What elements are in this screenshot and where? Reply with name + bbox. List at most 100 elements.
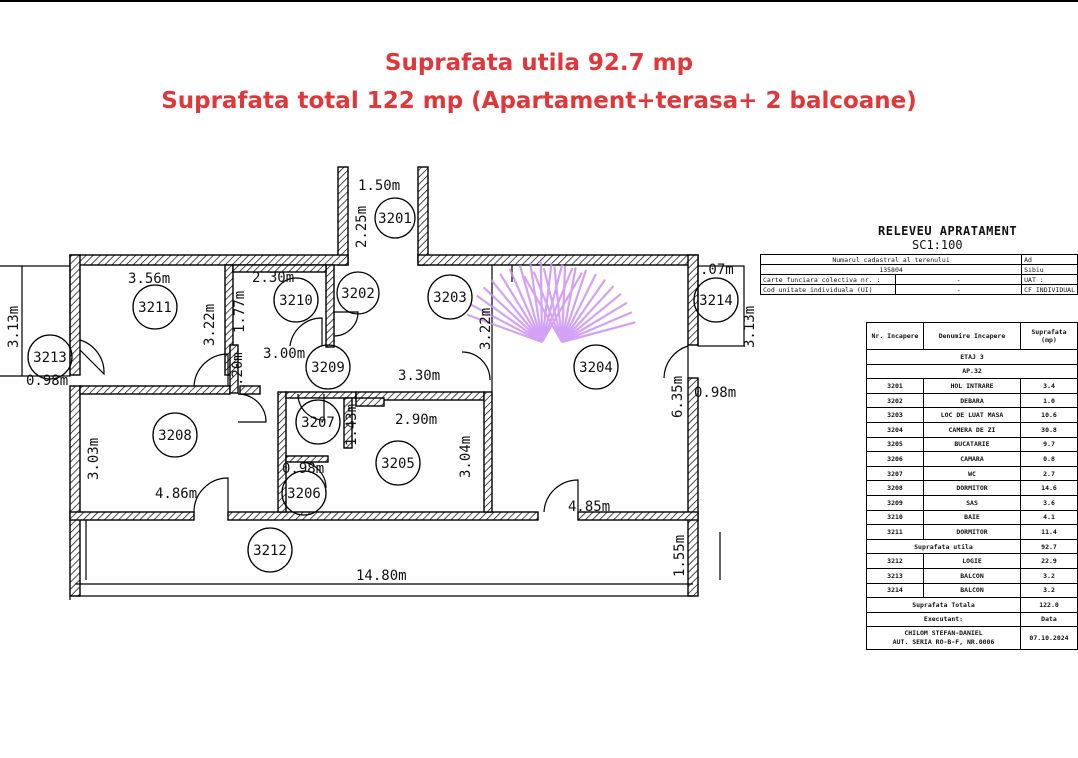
dim-107: .07m [700,262,734,278]
room-nr: 3205 [866,436,924,453]
room-3213: 3213 [27,334,73,380]
wall-right-lower [687,377,699,597]
watermark-ray [529,262,544,343]
watermark-ray [561,285,615,343]
room-3209: 3209 [305,344,351,390]
watermark-ray [470,303,543,343]
dim-290: 2.90m [395,412,437,428]
wall-bottom-b [227,511,539,521]
wall-top-right [417,254,699,266]
svg-text:3206: 3206 [287,486,321,502]
watermark-ray [561,273,597,343]
room-area: 14.6 [1020,480,1078,496]
room-name: DORMITOR [923,524,1021,540]
svg-text:3208: 3208 [158,428,192,444]
utila-value: 92.7 [1020,538,1078,555]
dim-230: 2.30m [252,270,294,286]
balcony-3214 [697,265,745,347]
watermark-ray [539,261,544,343]
room-area: 10.6 [1020,407,1078,423]
title-block-scale: SC1:100 [912,238,963,252]
door-3207 [297,393,325,421]
watermark-ray [542,267,564,343]
top-border-line [0,0,1078,2]
dim-155: 1.55m [672,535,688,577]
room-area: 3.2 [1020,582,1078,599]
svg-text:3205: 3205 [381,456,415,472]
svg-text:3214: 3214 [699,293,733,309]
door-3214 [663,345,689,379]
executant-label: Executant: [866,611,1021,628]
svg-text:3209: 3209 [311,360,345,376]
cf-individual: CF INDIVIDUAL [1021,284,1078,295]
door-3211 [193,353,229,387]
room-area: 9.7 [1020,436,1078,453]
wall-left-lower [69,385,81,597]
svg-text:3207: 3207 [301,415,335,431]
cadastral-uat: UAT : [1021,274,1078,285]
watermark-ray [561,293,622,343]
watermark-ray [560,267,577,343]
cadastral-header: Numarul cadastral al terenului [759,254,1023,265]
wall-3207-right [343,397,353,449]
author-cell: CHILOM STEFAN-DANIEL AUT. SERIA RO-B-F, … [866,626,1021,651]
cadastral-col-a: Ad [1021,254,1078,265]
wall-3205-notch [355,397,385,407]
watermark-ray [561,301,628,343]
headline-total-area: Suprafata total 122 mp (Apartament+teras… [161,88,917,114]
room-nr: 3208 [866,480,924,496]
dim-322a: 3.22m [202,304,218,346]
watermark-ray [532,271,564,343]
dim-635: 6.35m [670,376,686,418]
dim-486: 4.86m [155,486,197,502]
room-area: 2.7 [1020,465,1078,482]
watermark-ray [553,266,564,343]
totala-value: 122.0 [1020,597,1078,613]
cadastral-number: 135804 [759,264,1023,275]
room-nr: 3214 [866,582,924,599]
wall-3208-3207 [277,391,287,513]
watermark-ray [476,294,543,343]
rooms-table: Nr. Incapere Denumire Incapere Suprafata… [866,322,1078,651]
room-nr: 3203 [866,407,924,423]
room-name: DORMITOR [923,480,1021,496]
door-3204 [461,351,491,381]
wall-3211-3208 [79,385,231,395]
room-nr: 3212 [866,553,924,569]
wall-right-upper [687,254,699,346]
room-3201: 3201 [374,197,416,239]
watermark-ray [541,272,583,343]
wall-entry-right [417,166,429,266]
room-3205: 3205 [375,440,421,486]
svg-text:3202: 3202 [341,286,375,302]
dim-356: 3.56m [128,271,170,287]
watermark-ray [466,313,543,344]
cod-unitate-label: Cod unitate individuala (UI) [760,284,896,295]
watermark-ray [561,278,607,343]
dim-098c: 0.98m [282,461,324,477]
wall-sas-small [239,385,261,395]
utila-label: Suprafata utila [866,538,1021,555]
watermark-ray [482,286,543,343]
door-3206 [299,461,327,489]
door-3210 [289,317,323,347]
watermark-ray [490,279,543,343]
room-area: 3.2 [1020,567,1078,584]
room-area: 22.9 [1020,553,1078,569]
dim-120: .20m [230,352,246,386]
wall-3210-3202 [325,264,335,348]
floor-plan: 3201 3202 3203 3204 3205 3206 3207 3208 … [0,166,758,600]
wall-bottom-c [577,511,699,521]
watermark-ray [561,321,636,344]
watermark-ray [499,273,543,343]
carte-funciara-label: Carte funciara colectiva nr. : [760,274,896,285]
room-name: LOC DE LUAT MASA [923,407,1021,423]
col-name-header: Denumire Incapere [923,322,1021,350]
room-name: BALCON [923,582,1021,599]
room-name: CAMERA DE ZI [923,421,1021,438]
